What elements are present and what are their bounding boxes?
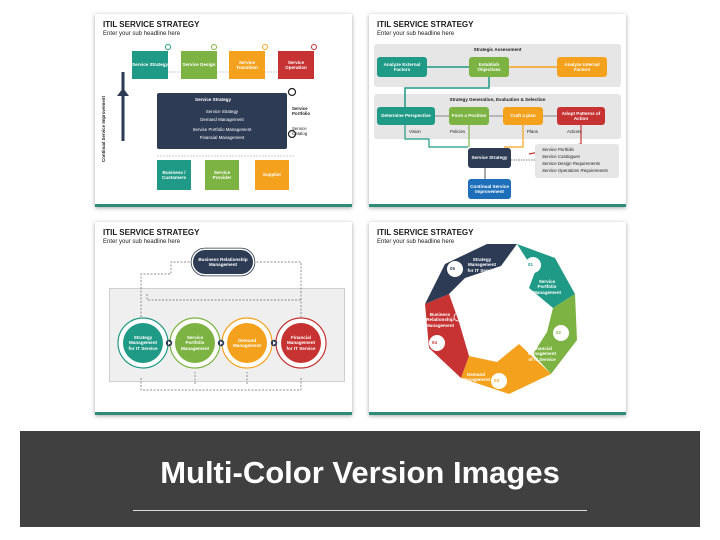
slide-3-connectors	[117, 261, 327, 391]
circle-strategy-management: Strategy Management for IT Service	[128, 334, 158, 351]
box-service-operation: Service Operation	[278, 51, 314, 79]
bullet-item: Service Operations Requirements	[542, 168, 608, 173]
label-actions: Actions	[567, 129, 582, 134]
box-business-customers: Business / Customers	[157, 160, 191, 190]
slide-title: ITIL SERVICE STRATEGY	[103, 228, 200, 237]
box-determine-perspective: Determine Perspective	[377, 107, 435, 125]
segment-label-05: Strategy Management for IT Service	[467, 256, 497, 273]
segment-label-04: Business Relationship Management	[425, 311, 455, 328]
box-analyze-internal: Analyze Internal Factors	[557, 57, 607, 77]
slide-1[interactable]: ITIL SERVICE STRATEGY Enter your sub hea…	[95, 14, 352, 207]
segment-label-02: Financial Management of IT Service	[527, 345, 557, 362]
bullet-item: Service Catalogues	[542, 154, 581, 159]
box-service-strategy: Service Strategy	[468, 148, 511, 168]
center-panel-title: Service Strategy	[195, 97, 232, 102]
center-item: Service Portfolio Management	[192, 127, 252, 132]
assessment-title: Strategic Assessment	[473, 47, 522, 52]
box-establish-objectives: Establish Objectives	[469, 57, 509, 77]
generation-title: Strategy Generation, Evaluation & Select…	[449, 97, 546, 102]
segment-num-02: 02	[556, 330, 561, 335]
segment-05	[425, 244, 517, 304]
center-panel: Service Strategy Service Strategy Demand…	[157, 93, 287, 149]
banner-title: Multi-Color Version Images	[160, 455, 560, 490]
bullet-item: Service Portfolio	[542, 147, 574, 152]
label-service-portfolio: Service Portfolio	[292, 106, 311, 116]
box-service-design: Service Design	[181, 51, 217, 79]
label-service-catalog: Service Catalog	[292, 126, 308, 136]
box-service-transition: Service Transition	[229, 51, 265, 79]
label-policies: Policies	[450, 129, 466, 134]
box-brm: Business Relationship Management	[193, 250, 253, 274]
slide-1-connectors	[117, 44, 317, 157]
slide-title: ITIL SERVICE STRATEGY	[377, 20, 474, 29]
center-item: Service Strategy	[205, 109, 239, 114]
banner: Multi-Color Version Images	[20, 431, 700, 527]
slide-subtitle: Enter your sub headline here	[377, 31, 455, 37]
box-service-provider: Service Provider	[205, 160, 239, 190]
box-analyze-external: Analyze External Factors	[377, 57, 427, 77]
segment-03	[461, 344, 551, 394]
segment-num-01: 01	[528, 262, 533, 267]
slide-subtitle: Enter your sub headline here	[103, 239, 181, 245]
box-adopt-patterns: Adopt Patterns of Action	[557, 107, 605, 125]
circle-service-portfolio: Service Portfolio Management	[180, 334, 210, 351]
slide-title: ITIL SERVICE STRATEGY	[377, 228, 474, 237]
segment-num-04: 04	[432, 340, 437, 345]
box-supplier: Supplier	[255, 160, 289, 190]
box-csi: Continual Service Improvement	[468, 179, 511, 199]
cycle-diagram	[425, 244, 577, 394]
label-vision: Vision	[409, 129, 421, 134]
center-item: Financial Management	[199, 135, 245, 140]
segment-num-05: 05	[450, 266, 455, 271]
bullet-item: Service Design Requirements	[542, 161, 601, 166]
slide-3[interactable]: ITIL SERVICE STRATEGY Enter your sub hea…	[95, 222, 352, 415]
center-item: Demand Management	[200, 117, 244, 122]
label-plans: Plans	[527, 129, 538, 134]
circle-financial-management: Financial Management for IT Service	[286, 334, 316, 351]
side-label-csi: Continual Service Improvement	[101, 96, 106, 162]
banner-underline	[133, 510, 587, 511]
box-craft-plan: Craft a plan	[503, 107, 543, 125]
slide-subtitle: Enter your sub headline here	[377, 239, 455, 245]
slide-subtitle: Enter your sub headline here	[103, 31, 181, 37]
box-form-position: Form a Position	[449, 107, 489, 125]
slide-4[interactable]: ITIL SERVICE STRATEGY Enter your sub hea…	[369, 222, 626, 415]
segment-label-03: Demand Management	[461, 371, 491, 383]
box-service-strategy: Service Strategy	[132, 51, 168, 79]
circle-demand-management: Demand Management	[232, 337, 262, 349]
segment-num-03: 03	[494, 378, 499, 383]
segment-label-01: Service Portfolio Management	[532, 278, 562, 295]
slide-2[interactable]: ITIL SERVICE STRATEGY Enter your sub hea…	[369, 14, 626, 207]
slide-title: ITIL SERVICE STRATEGY	[103, 20, 200, 29]
segment-04	[425, 294, 469, 378]
bullet-panel: Service Portfolio Service Catalogues Ser…	[535, 144, 619, 178]
